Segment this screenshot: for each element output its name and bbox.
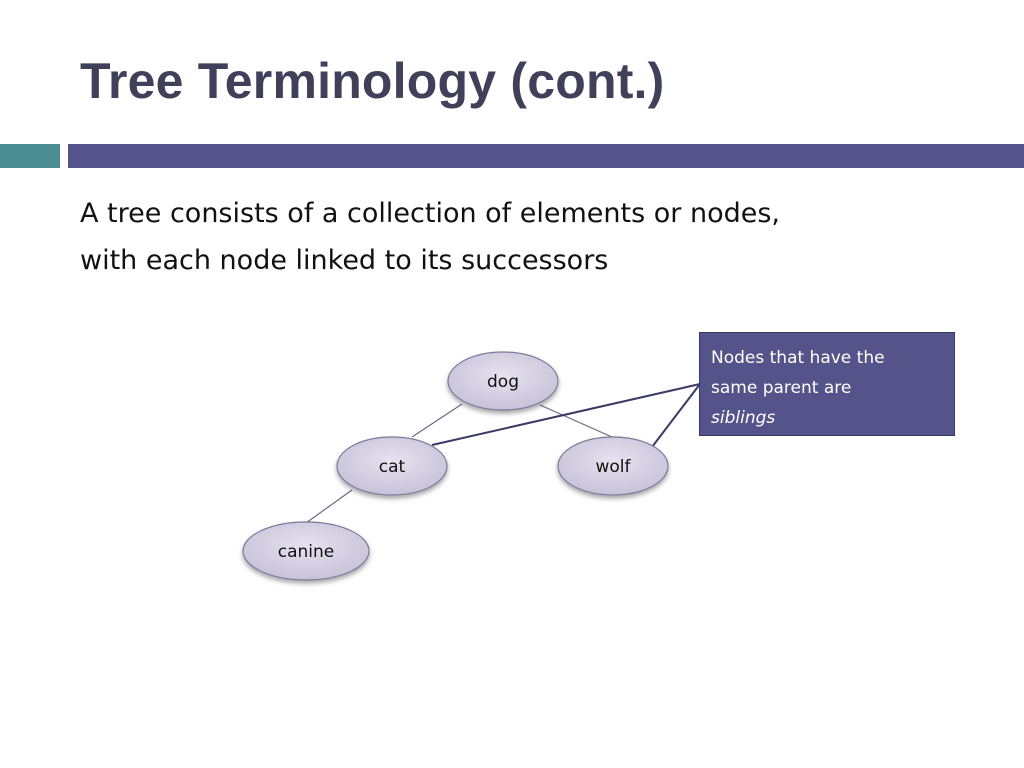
- callout-pointer-wolf: [651, 383, 701, 448]
- accent-bar-teal: [0, 144, 60, 168]
- edge-cat-canine: [305, 489, 353, 524]
- body-text: A tree consists of a collection of eleme…: [80, 190, 980, 284]
- node-label-cat: cat: [379, 457, 406, 477]
- slide-title: Tree Terminology (cont.): [80, 53, 665, 109]
- callout-line-2: same parent are: [711, 378, 852, 398]
- node-label-canine: canine: [278, 542, 335, 562]
- node-canine: canine: [242, 521, 370, 581]
- body-line-2: with each node linked to its successors: [80, 245, 609, 276]
- node-cat: cat: [336, 436, 448, 496]
- edge-dog-wolf: [539, 404, 613, 438]
- callout-pointer-cat: [431, 383, 701, 446]
- node-wolf: wolf: [557, 436, 669, 496]
- callout-emphasis: siblings: [711, 408, 776, 428]
- accent-bar-purple: [68, 144, 1024, 168]
- callout-line-1: Nodes that have the: [711, 348, 885, 368]
- edge-dog-cat: [411, 403, 463, 438]
- node-dog: dog: [447, 351, 559, 411]
- body-line-1: A tree consists of a collection of eleme…: [80, 198, 780, 229]
- node-label-wolf: wolf: [595, 457, 631, 477]
- siblings-callout: Nodes that have the same parent are sibl…: [699, 332, 955, 436]
- node-label-dog: dog: [487, 372, 519, 392]
